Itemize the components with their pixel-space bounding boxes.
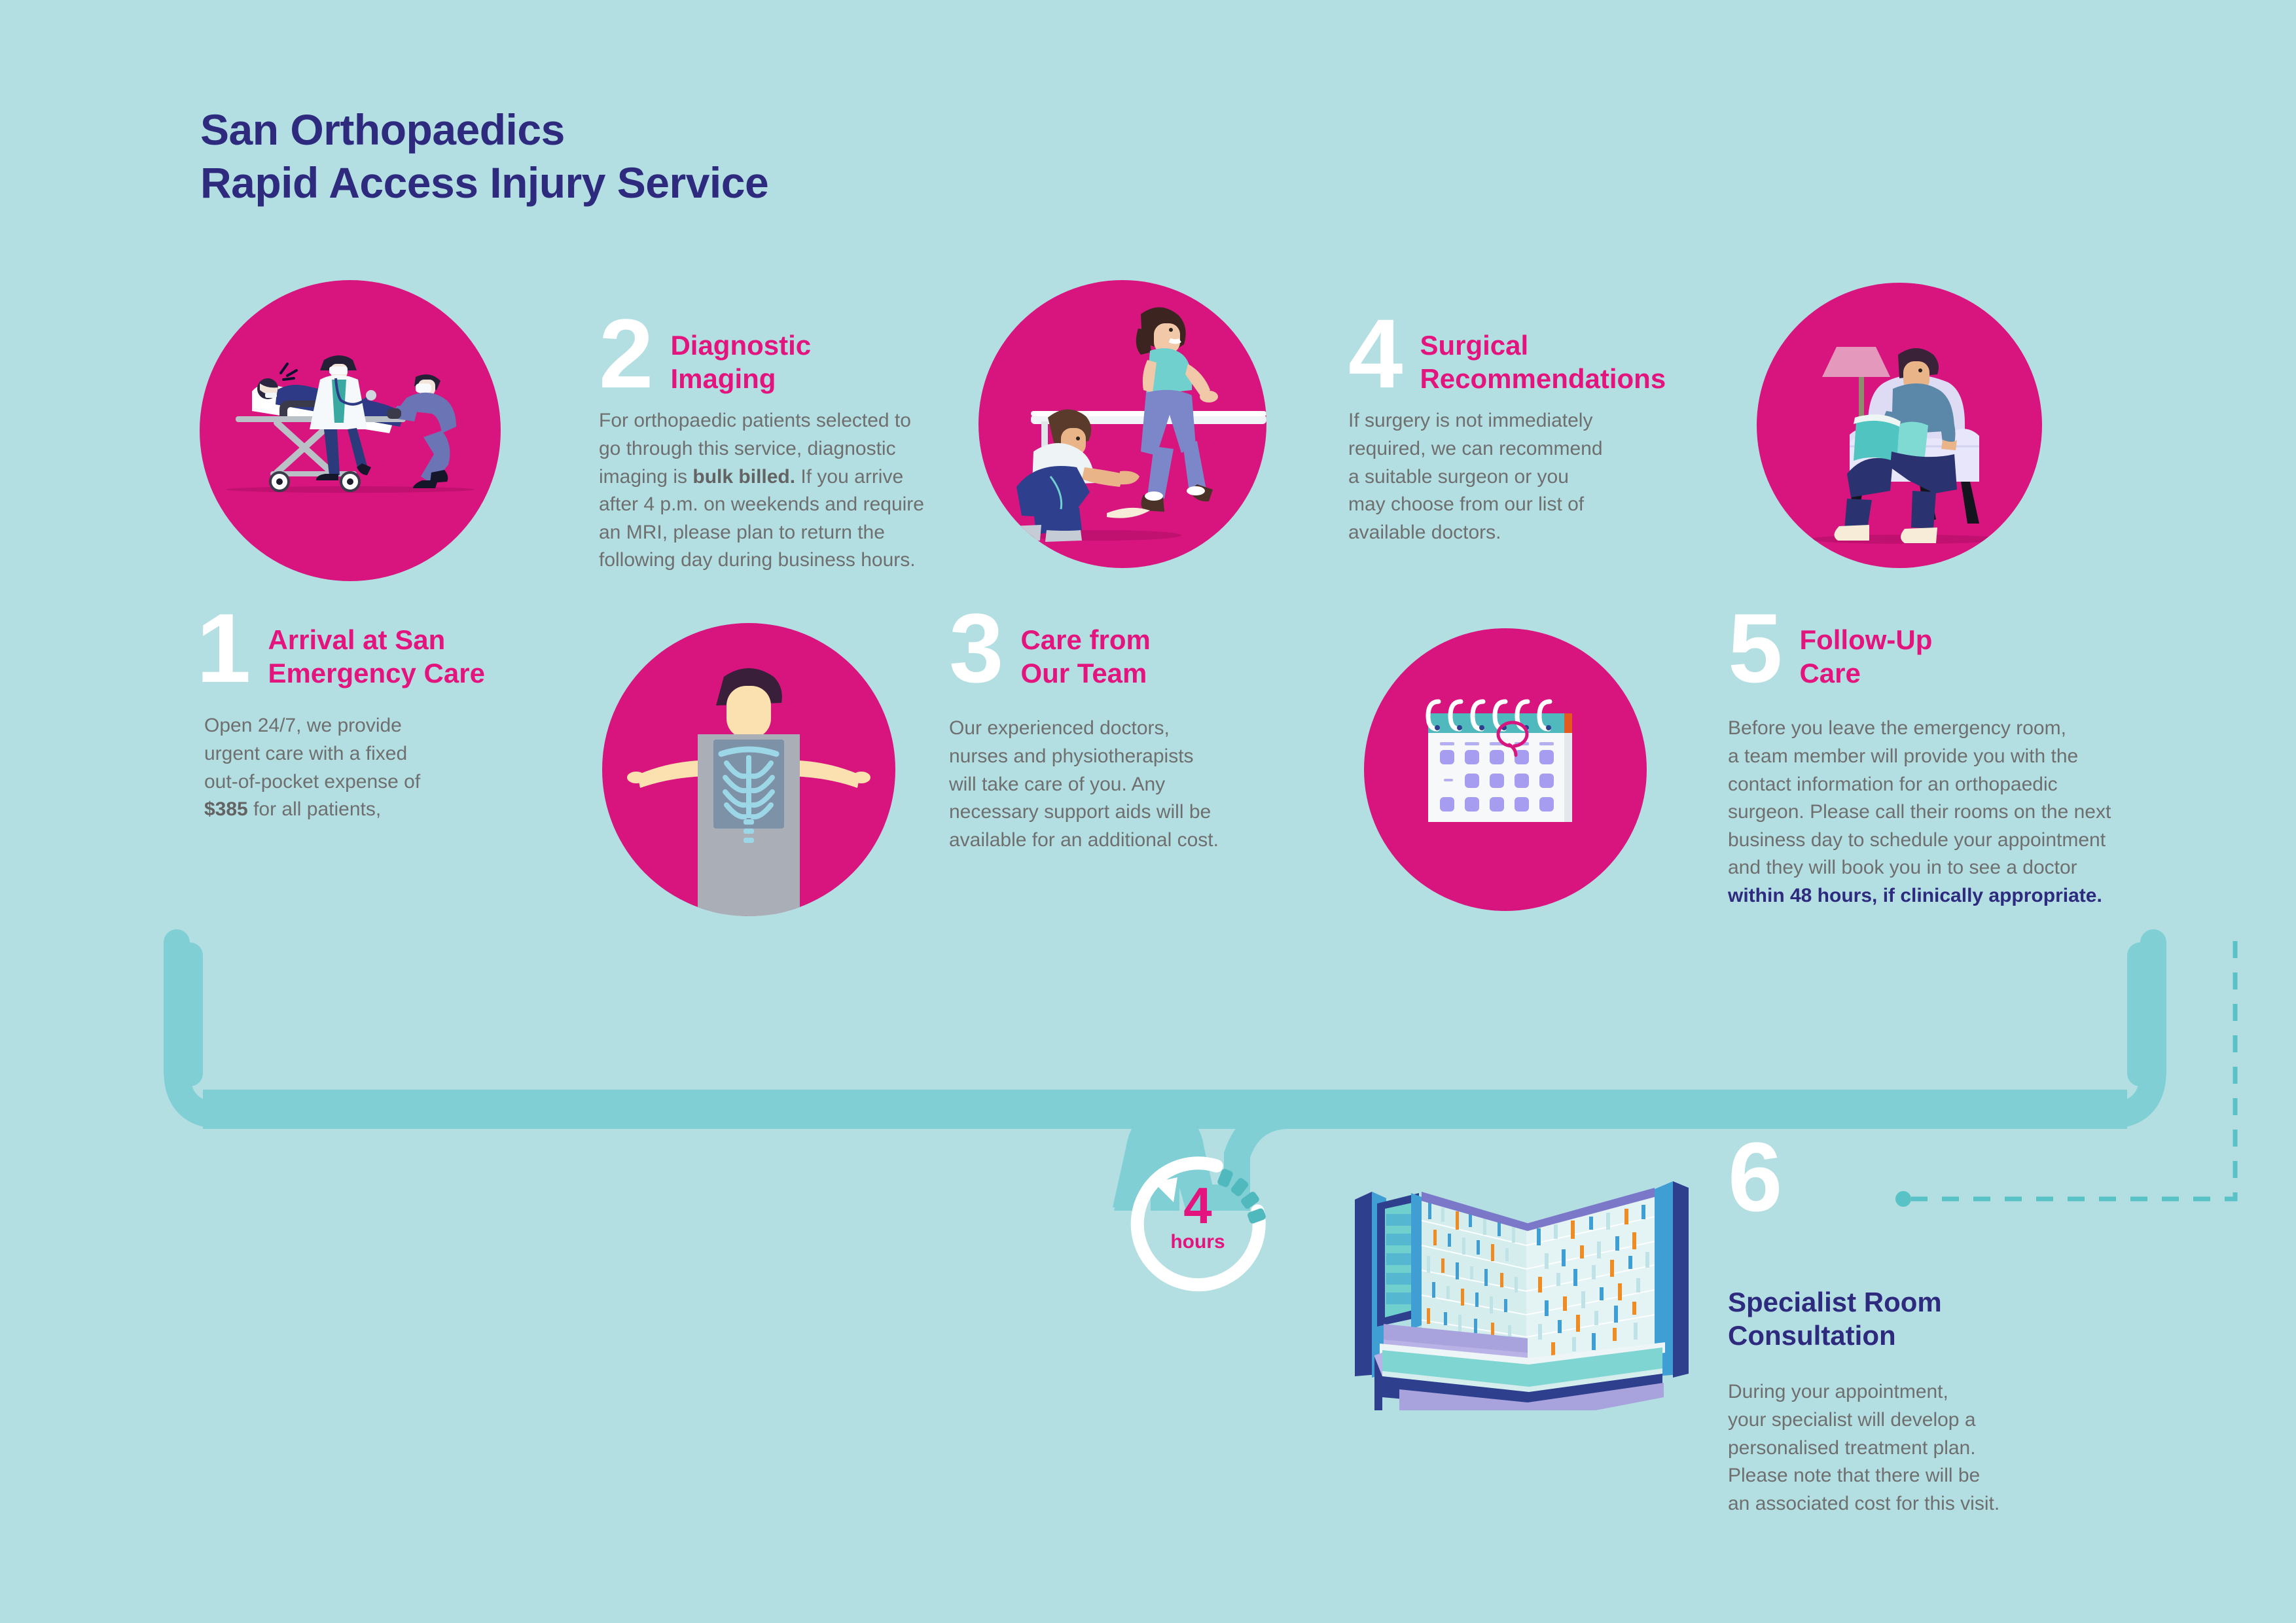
armchair-reading-illustration	[1757, 283, 2042, 568]
step-5-body: Before you leave the emergency room, a t…	[1728, 715, 2140, 910]
step-3-header: 3 Care from Our Team	[949, 593, 1289, 703]
step-2-body-bold: bulk billed.	[692, 465, 796, 488]
step-2-heading: Diagnostic Imaging	[670, 330, 812, 395]
step-3-heading: Care from Our Team	[1020, 624, 1151, 689]
step-2-body-pre: For orthopaedic patients selected to go …	[599, 410, 911, 488]
step-6: 6 Specialist Room Consultation During yo…	[1728, 1122, 2094, 1518]
step-6-number: 6	[1728, 1122, 1783, 1232]
step-1-header: 1 Arrival at San Emergency Care	[196, 593, 550, 703]
step-2-number: 2	[599, 298, 654, 408]
step-2-body: For orthopaedic patients selected to go …	[599, 407, 965, 575]
step-2-header: 2 Diagnostic Imaging	[599, 298, 965, 408]
connector-band	[164, 929, 2166, 1219]
calendar-illustration	[1364, 628, 1647, 911]
clock-value: 4	[1183, 1177, 1212, 1234]
four-hours-clock-icon: 4 hours	[1122, 1149, 1273, 1299]
physiotherapy-illustration	[978, 280, 1266, 568]
step-2: 2 Diagnostic Imaging For orthopaedic pat…	[599, 298, 965, 575]
step-1-body-post: for all patients,	[247, 798, 382, 821]
page-title: San Orthopaedics Rapid Access Injury Ser…	[200, 103, 1117, 209]
step-4-heading: Surgical Recommendations	[1420, 330, 1666, 395]
step-1: 1 Arrival at San Emergency Care Open 24/…	[196, 593, 550, 824]
dashed-connector-line	[1846, 929, 2296, 1224]
hospital-building-illustration	[1329, 1149, 1702, 1425]
step-4-header: 4 Surgical Recommendations	[1348, 298, 1741, 408]
step-2-body-post: If you arrive after 4 p.m. on weekends a…	[599, 465, 924, 571]
step-4-body: If surgery is not immediately required, …	[1348, 410, 1603, 543]
step-3-body: Our experienced doctors, nurses and phys…	[949, 717, 1219, 851]
step-6-heading: Specialist Room Consultation	[1728, 1287, 1942, 1351]
step-1-heading: Arrival at San Emergency Care	[268, 624, 485, 689]
stretcher-illustration	[200, 280, 501, 581]
step-5-body-bold: within 48 hours, if clinically appropria…	[1728, 885, 2102, 907]
step-1-body: Open 24/7, we provide urgent care with a…	[204, 712, 550, 823]
step-5-number: 5	[1728, 593, 1783, 703]
step-1-body-pre: Open 24/7, we provide urgent care with a…	[204, 715, 421, 793]
xray-illustration	[602, 623, 895, 916]
step-5: 5 Follow-Up Care Before you leave the em…	[1728, 593, 2140, 910]
step-6-body: During your appointment, your specialist…	[1728, 1381, 2000, 1514]
page-title-line-1: San Orthopaedics	[200, 105, 565, 154]
step-1-body-bold: $385	[204, 798, 248, 821]
step-5-heading: Follow-Up Care	[1799, 624, 1933, 689]
step-5-header: 5 Follow-Up Care	[1728, 593, 2140, 703]
step-5-body-pre: Before you leave the emergency room, a t…	[1728, 717, 2111, 879]
step-3-number: 3	[949, 593, 1004, 703]
step-3: 3 Care from Our Team Our experienced doc…	[949, 593, 1289, 854]
step-4: 4 Surgical Recommendations If surgery is…	[1348, 298, 1741, 546]
step-4-number: 4	[1348, 298, 1403, 408]
page-title-line-2: Rapid Access Injury Service	[200, 158, 769, 207]
step-1-number: 1	[196, 593, 251, 703]
clock-unit: hours	[1170, 1231, 1225, 1253]
